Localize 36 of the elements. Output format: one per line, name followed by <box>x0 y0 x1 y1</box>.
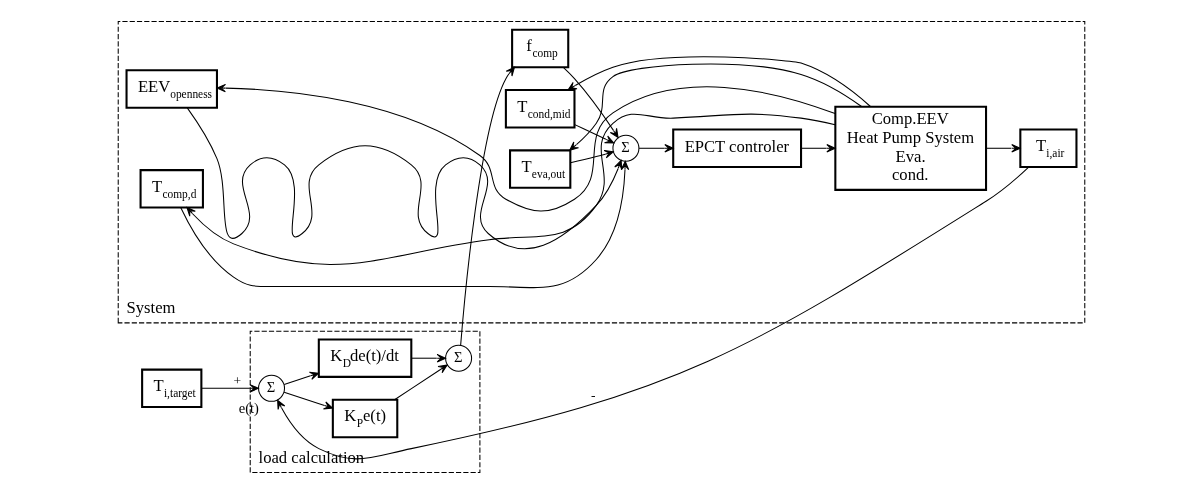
node-label: e(t) <box>238 399 259 416</box>
node-box: EEV$_{openness}$ <box>125 68 218 109</box>
arrow <box>574 123 615 143</box>
node-circle: Σ <box>612 134 640 162</box>
node-box: K$_{D}$de(t)/dt <box>317 337 413 378</box>
node-box: Comp.EEV Heat Pump System Eva. cond. <box>834 105 988 191</box>
node-box: T$_{eva,out}$ <box>509 148 572 189</box>
edge-label: + <box>233 372 242 388</box>
arrow <box>186 106 623 249</box>
arrow <box>180 160 630 288</box>
arrow <box>638 143 674 153</box>
node-circle: Σ <box>445 344 473 372</box>
node-circle: Σ <box>258 374 286 402</box>
arrow <box>283 371 320 385</box>
node-box: T$_{comp,d}$ <box>139 168 204 209</box>
arrow <box>562 66 619 138</box>
node-box: f$_{comp}$ <box>511 28 570 68</box>
edge-label: - <box>591 387 596 403</box>
node-box: T$_{cond,mid}$ <box>504 88 576 128</box>
arrow <box>569 63 863 151</box>
arrow <box>283 391 334 410</box>
node-box: K$_{P}$e(t) <box>331 398 399 438</box>
node-box: EPCT controler <box>672 128 803 168</box>
arrow <box>201 383 259 393</box>
arrow <box>411 353 447 362</box>
arrow <box>800 143 836 153</box>
arrow <box>277 166 1030 459</box>
arrow <box>569 149 614 163</box>
node-box: T$_{i,target}$ <box>141 368 203 408</box>
arrow <box>985 143 1021 153</box>
node-box: T$_{i,air}$ <box>1019 128 1078 168</box>
arrow <box>394 364 448 400</box>
arrow <box>460 66 515 346</box>
arrow <box>186 113 836 265</box>
arrow <box>567 55 871 107</box>
arrow <box>216 83 836 212</box>
